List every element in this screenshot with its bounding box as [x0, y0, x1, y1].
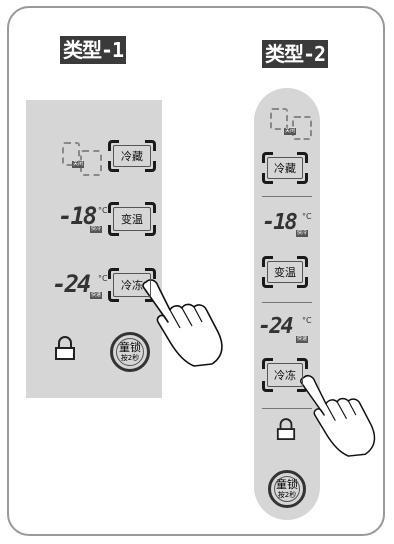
- type2-fridge-button[interactable]: 冷藏: [262, 152, 308, 184]
- type1-child-lock-label: 童锁: [119, 342, 141, 354]
- type1-child-lock-hint: 按2秒: [121, 354, 139, 362]
- type1-fridge-label: 冷藏: [121, 148, 143, 164]
- type2-off-indicator: 关闭: [284, 128, 296, 135]
- lock-icon: [54, 336, 76, 362]
- type1-fridge-button[interactable]: 冷藏: [108, 140, 156, 172]
- type2-freezer-unit: °C: [302, 316, 312, 325]
- type2-freezer-button[interactable]: 冷冻: [262, 358, 308, 392]
- hand-pointer-icon: [298, 370, 382, 460]
- type2-quick-freeze-indicator: 快速: [296, 336, 308, 343]
- type1-quick-cool-indicator: 快冷: [90, 226, 102, 233]
- type2-title: 类型-2: [262, 40, 328, 68]
- hand-pointer-icon: [140, 276, 230, 368]
- type1-variable-temp-button[interactable]: 变温: [108, 202, 156, 236]
- type1-off-indicator: 关闭: [72, 161, 84, 168]
- type1-freezer-button[interactable]: 冷冻: [108, 268, 156, 302]
- type2-fridge-display-segments: [270, 108, 288, 130]
- type1-freezer-label: 冷冻: [121, 277, 143, 293]
- type2-freezer-label: 冷冻: [274, 367, 296, 383]
- type1-freezer-display: -24: [52, 270, 89, 298]
- type2-variable-temp-label: 变温: [274, 264, 296, 280]
- type2-variable-temp-button[interactable]: 变温: [262, 256, 308, 288]
- type1-quick-freeze-indicator: 快速: [90, 292, 102, 299]
- type2-variable-temp-unit: °C: [302, 212, 312, 221]
- lock-icon: [276, 418, 296, 442]
- type2-child-lock-label: 童锁: [276, 479, 298, 491]
- type2-quick-cool-indicator: 快冷: [296, 230, 308, 237]
- type2-freezer-display: -24: [258, 314, 292, 339]
- type2-variable-temp-display: -18: [262, 210, 296, 235]
- type1-variable-temp-label: 变温: [121, 211, 143, 227]
- type2-child-lock-hint: 按2秒: [278, 491, 296, 499]
- type2-child-lock-button[interactable]: 童锁 按2秒: [268, 470, 306, 508]
- type2-divider-2: [262, 302, 312, 303]
- type2-divider-1: [262, 196, 312, 197]
- type1-title: 类型-1: [60, 36, 126, 64]
- type2-fridge-label: 冷藏: [274, 160, 296, 176]
